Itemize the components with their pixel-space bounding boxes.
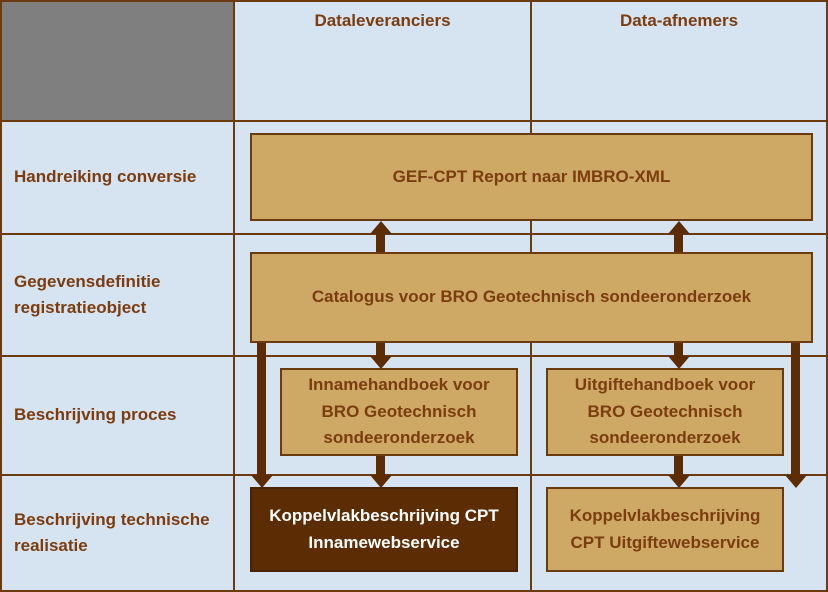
arrow-catalogus-to-koppelvlak-inname	[251, 343, 273, 488]
arrowhead-down-icon	[370, 356, 392, 369]
arrowhead-down-icon	[251, 475, 273, 488]
arrow-catalogus-to-innamehandboek	[370, 343, 392, 369]
corner-cell	[2, 2, 233, 120]
arrowhead-down-icon	[668, 475, 690, 488]
row-label-beschrijving-technische-realisatie: Beschrijving technische realisatie	[14, 509, 210, 555]
box-koppelvlakbeschrijving-cpt-uitgiftewebservice: Koppelvlakbeschrijving CPT Uitgiftewebse…	[546, 487, 784, 572]
arrow-catalogus-to-uitgiftehandboek	[668, 343, 690, 369]
arrow-catalogus-to-koppelvlak-uitgifte	[785, 343, 807, 488]
box-gef-cpt-report-naar-imbro-xml: GEF-CPT Report naar IMBRO-XML	[250, 133, 813, 221]
arrowhead-down-icon	[370, 475, 392, 488]
box-koppelvlakbeschrijving-cpt-innamewebservice: Koppelvlakbeschrijving CPT Innamewebserv…	[250, 487, 518, 572]
row-label-handreiking-conversie: Handreiking conversie	[14, 167, 197, 187]
box-innamehandboek: Innamehandboek voor BRO Geotechnisch son…	[280, 368, 518, 456]
column-header-data-afnemers: Data-afnemers	[619, 11, 739, 30]
grid-line-row-2	[2, 355, 826, 357]
arrow-uitgiftehandboek-to-koppelvlak-uitgifte	[668, 456, 690, 488]
grid-line-row-3	[2, 474, 826, 476]
arrow-catalogus-to-gef-right	[668, 221, 690, 252]
grid-line-header-bottom	[2, 120, 826, 122]
grid-line-vertical-labels	[233, 2, 235, 590]
row-label-beschrijving-proces: Beschrijving proces	[14, 405, 177, 425]
arrowhead-up-icon	[370, 221, 392, 234]
column-header-dataleveranciers: Dataleveranciers	[314, 11, 451, 30]
arrow-innamehandboek-to-koppelvlak-inname	[370, 456, 392, 488]
arrowhead-down-icon	[668, 356, 690, 369]
arrowhead-down-icon	[785, 475, 807, 488]
box-uitgiftehandboek: Uitgiftehandboek voor BRO Geotechnisch s…	[546, 368, 784, 456]
arrow-catalogus-to-gef-left	[370, 221, 392, 252]
box-catalogus-bro-geotechnisch-sondeeronderzoek: Catalogus voor BRO Geotechnisch sondeero…	[250, 252, 813, 343]
arrowhead-up-icon	[668, 221, 690, 234]
row-label-gegevensdefinitie-registratieobject: Gegevensdefinitie registratieobject	[14, 271, 161, 317]
grid-line-row-1	[2, 233, 826, 235]
